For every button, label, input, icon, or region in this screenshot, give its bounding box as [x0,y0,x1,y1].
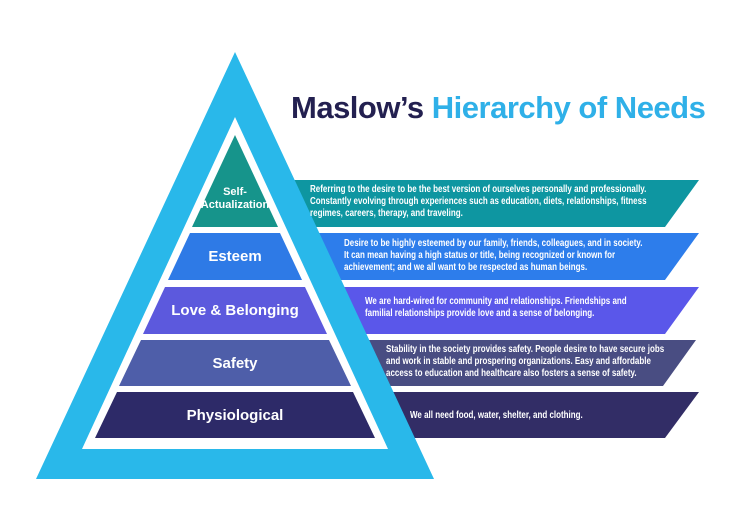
banner-line: familial relationships provide love and … [365,308,595,319]
banner-shape-love-belonging [331,287,699,334]
banner-line: access to education and healthcare also … [386,368,637,379]
level-label-self-actualization: Self-Actualization [200,186,270,211]
banner-line: Referring to the desire to be the best v… [310,184,647,195]
banner-text-physiological: We all need food, water, shelter, and cl… [410,410,583,422]
pyramid-outline-triangle [36,52,434,479]
banner-line: Constantly evolving through experiences … [310,196,647,207]
level-shape-self-actualization [192,135,278,227]
level-label-physiological: Physiological [186,407,284,424]
banner-text-safety: Stability in the society provides safety… [386,344,664,380]
banner-shape-physiological [379,392,699,438]
level-shape-physiological [95,392,375,438]
banner-line: achievement; and we all want to be respe… [344,262,588,273]
banner-line: Desire to be highly esteemed by our fami… [344,238,643,249]
level-label-esteem: Esteem [208,248,262,265]
banner-shape-self-actualization [282,180,699,227]
banner-line: Stability in the society provides safety… [386,344,665,355]
banner-line: regimes, careers, therapy, and traveling… [310,208,463,219]
banner-text-self-actualization: Referring to the desire to be the best v… [310,184,647,220]
banner-text-esteem: Desire to be highly esteemed by our fami… [344,238,642,274]
banner-line: We are hard-wired for community and rela… [365,296,627,307]
level-label-safety: Safety [212,355,258,372]
banner-text-love-belonging: We are hard-wired for community and rela… [365,296,627,320]
banner-line: and work in stable and prospering organi… [386,356,651,367]
title-part-hierarchy-of-needs: Hierarchy of Needs [431,90,706,125]
level-label-love-belonging: Love & Belonging [171,302,299,319]
banner-line: We all need food, water, shelter, and cl… [410,410,583,421]
banner-shape-safety [355,340,696,386]
level-shape-safety [119,340,351,386]
banner-shape-esteem [306,233,699,280]
banner-line: It can mean having a high status or titl… [344,250,616,261]
level-shape-love-belonging [143,287,327,334]
page-title: Maslow’s Hierarchy of Needs [291,90,706,126]
level-shape-esteem [168,233,302,280]
title-part-maslows: Maslow’s [291,90,424,125]
